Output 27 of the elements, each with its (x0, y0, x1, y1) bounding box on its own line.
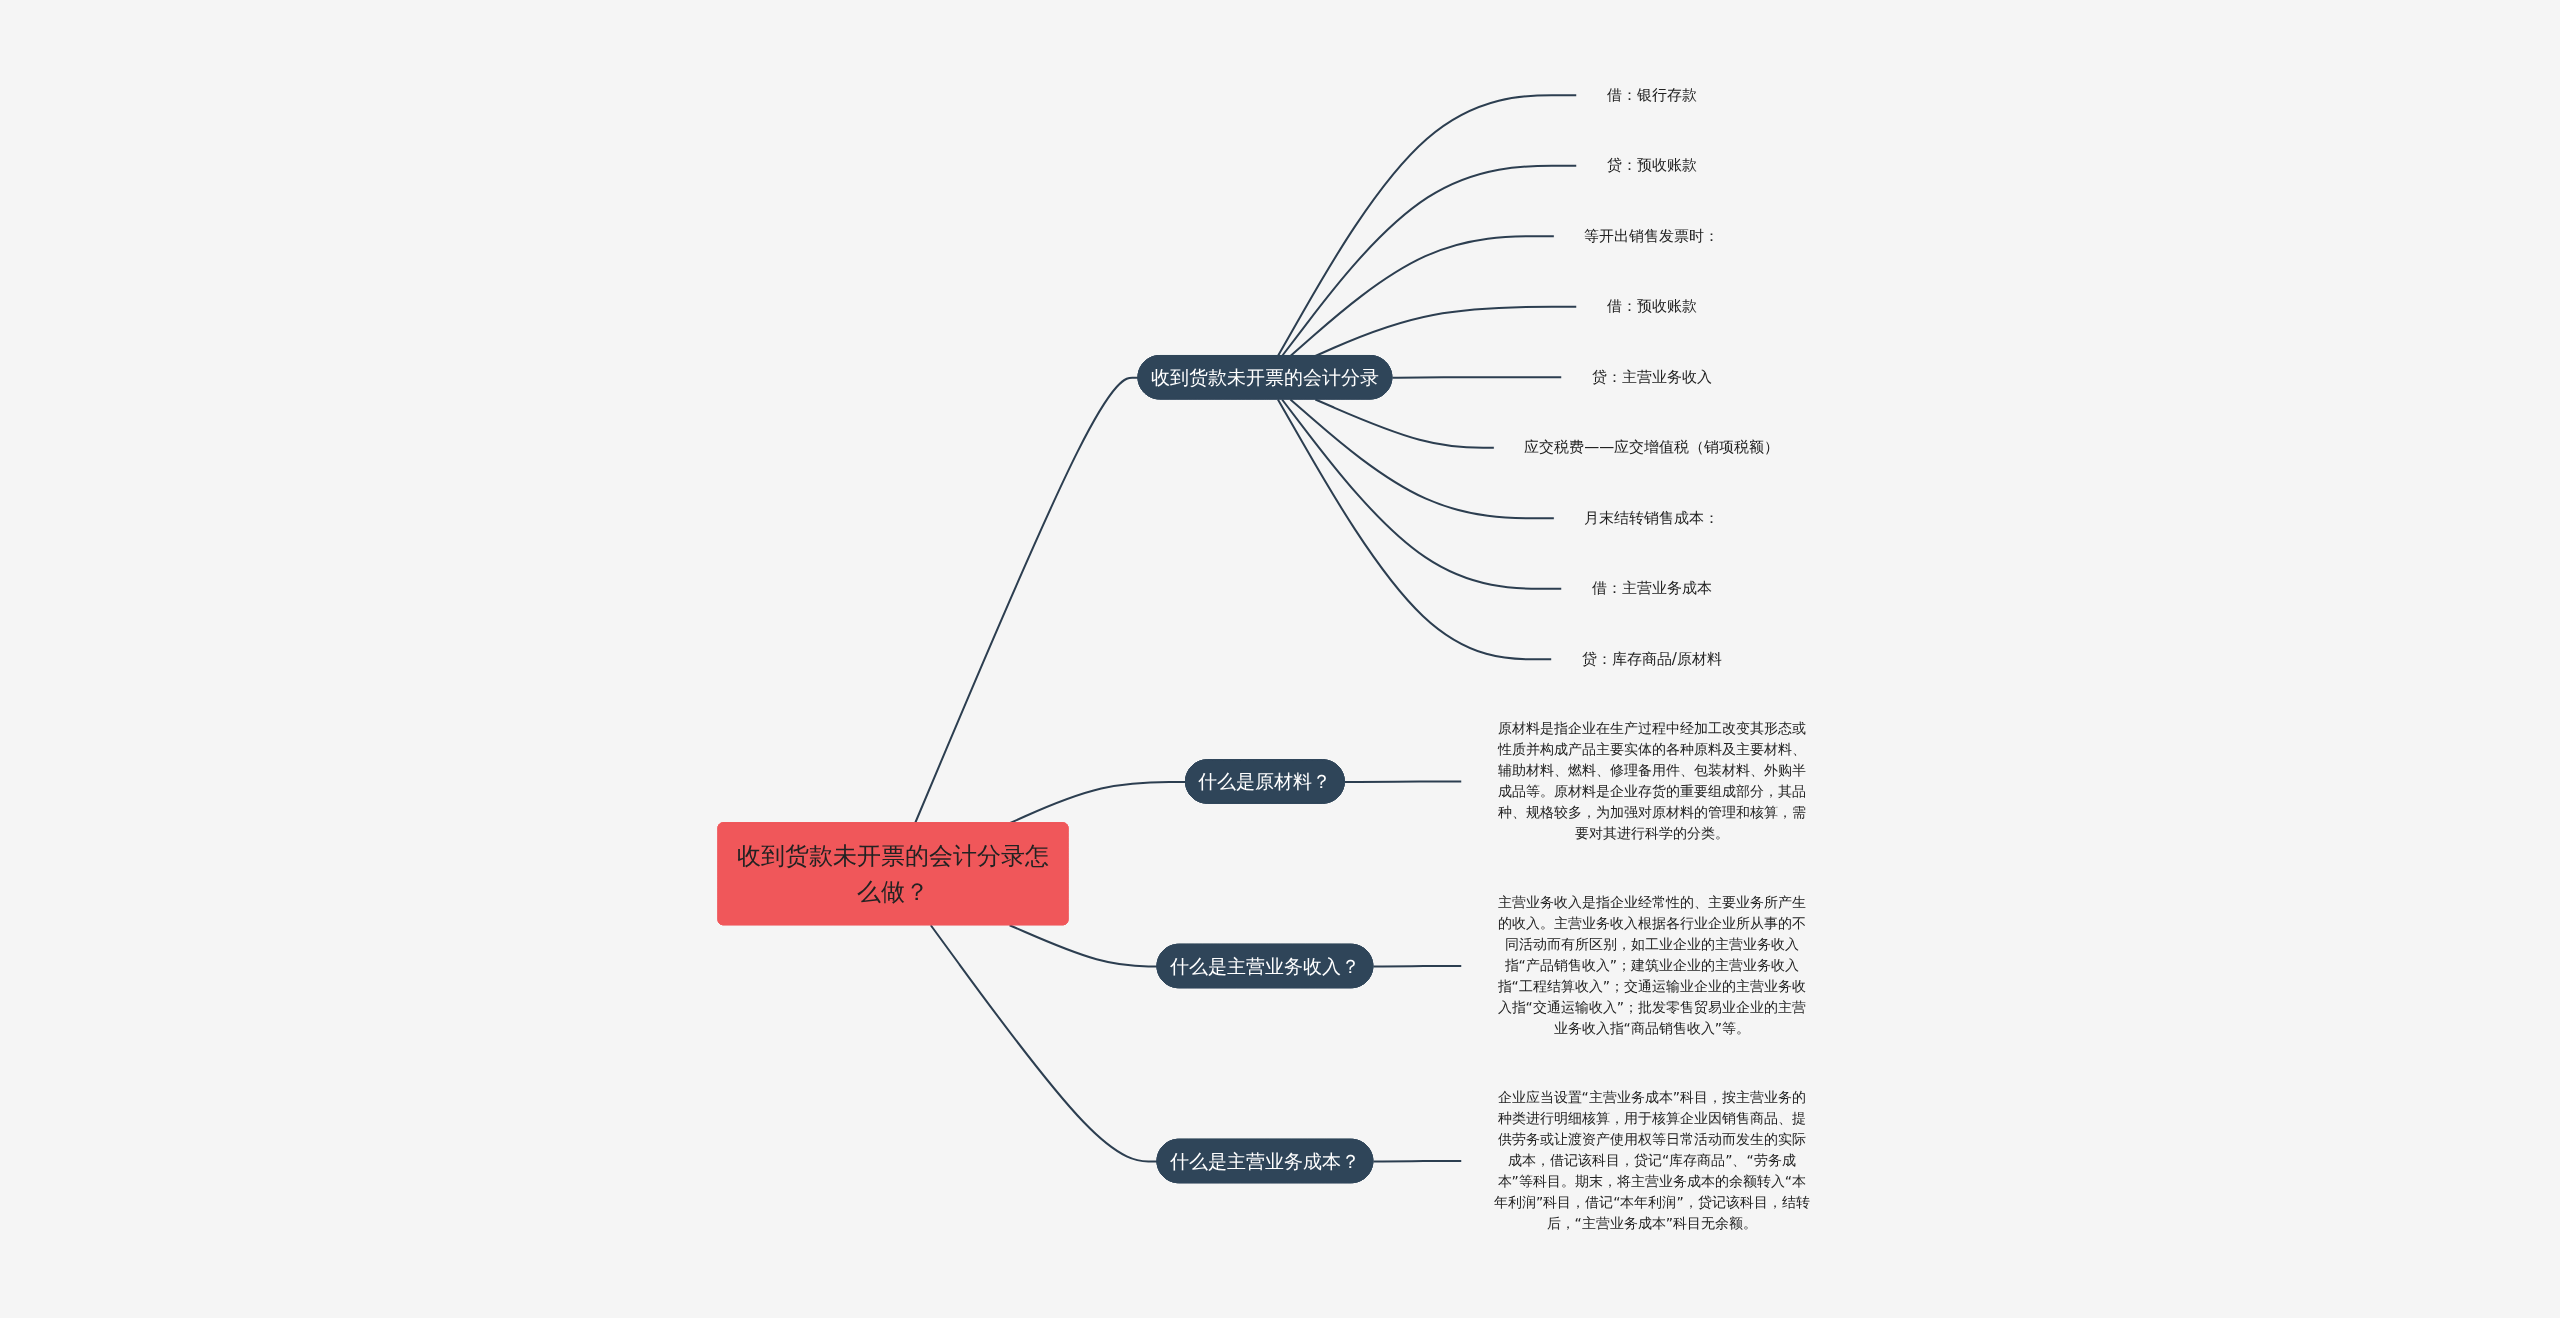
node-text: 企业应当设置“主营业务成本”科目，按主营业务的种类进行明细核算，用于核算企业因销售商品、提供劳务或让渡资产使用权等日常活动而发生的实际成本，借记该科目，贷记“库存商品”、“劳务成本”等科目。期末，将主营业务成本的余额转入“本年利润”科目，借记“本年利润”，贷记该科目，结转后，“主营业务成本”科目无余额。 (1494, 1089, 1810, 1232)
node-text: 主营业务收入是指企业经常性的、主要业务所产生的收入。主营业务收入根据各行业企业所从事的不同活动而有所区别，如工业企业的主营业务收入指“产品销售收入”；建筑业企业的主营业务收入指“工程结算收入”；交通运输业企业的主营业务收入指“交通运输收入”；批发零售贸易业企业的主营业务收入指“商品销售收入”等。 (1497, 894, 1807, 1037)
connector (1343, 780, 1463, 783)
connector (1277, 94, 1578, 357)
node-text: 贷：预收账款 (1606, 156, 1697, 175)
node-text: 等开出销售发票时： (1584, 226, 1720, 245)
connector (1281, 164, 1578, 357)
connector (1281, 398, 1563, 590)
connector (1008, 924, 1159, 968)
connector (1289, 235, 1556, 357)
node-text: 原材料是指企业在生产过程中经加工改变其形态或性质并构成产品主要实体的各种原料及主要材料、辅助材料、燃料、修理备用件、包装材料、外购半成品等。原材料是企业存货的重要组成部分，其品种、规格较多，为加强对原材料的管理和核算，需要对其进行科学的分类。 (1497, 720, 1806, 842)
connector (1372, 964, 1463, 968)
node-text: 贷：库存商品/原材料 (1581, 649, 1722, 668)
node-text: 借：预收账款 (1606, 297, 1697, 316)
connector (1289, 398, 1556, 519)
node-text: 应交税费——应交增值税（销项税额） (1524, 438, 1780, 457)
node-text: 借：银行存款 (1606, 85, 1697, 104)
connector (1391, 376, 1563, 379)
connector (929, 924, 1159, 1163)
connector (1372, 1159, 1463, 1163)
node-text: 贷：主营业务收入 (1591, 367, 1712, 386)
connector (914, 376, 1140, 824)
connector (1314, 398, 1496, 449)
connector (1277, 398, 1553, 660)
node-text: 月末结转销售成本： (1584, 508, 1720, 527)
connector (1314, 305, 1578, 357)
node-text: 借：主营业务成本 (1591, 579, 1712, 598)
